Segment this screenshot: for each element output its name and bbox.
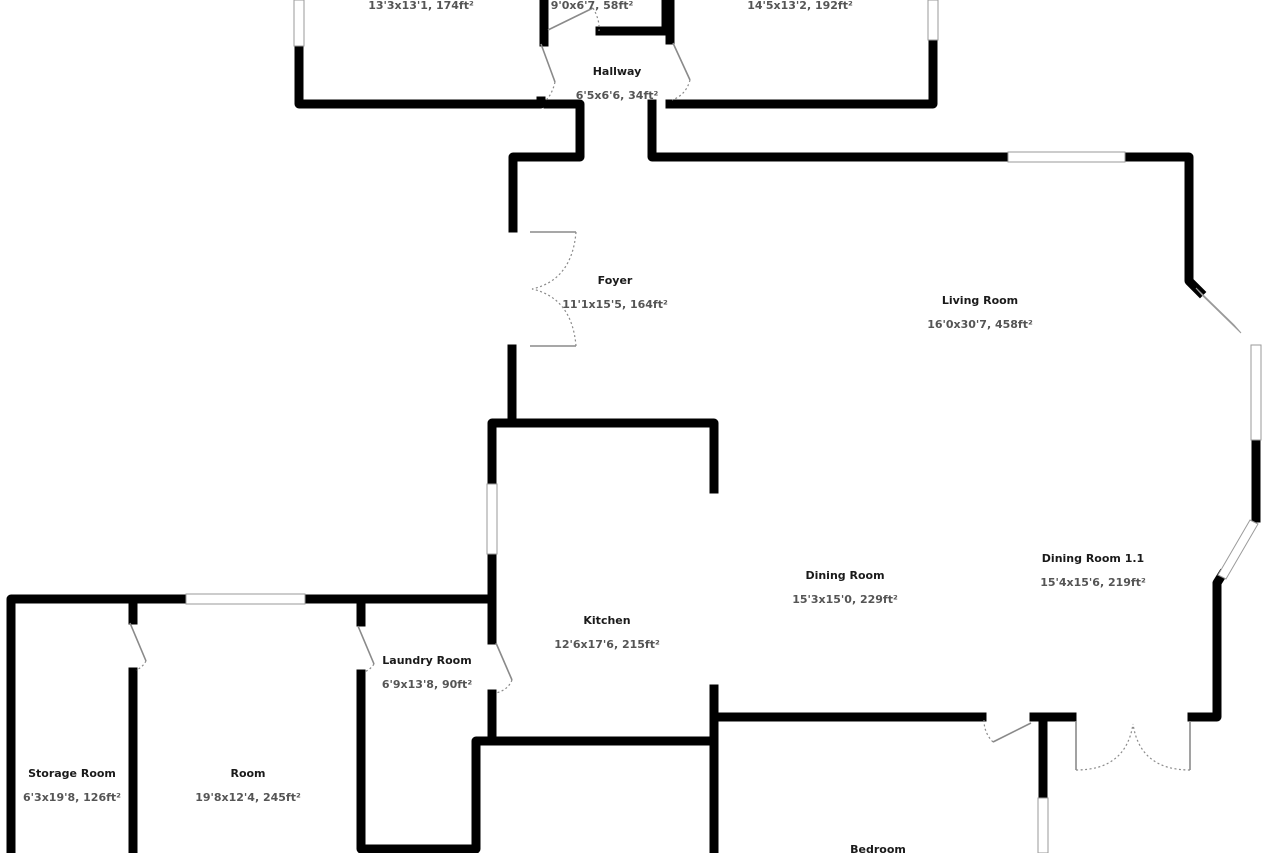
room-dining-room-dims: 15'3x15'0, 229ft²: [792, 593, 898, 606]
wall-lower-top: [6, 594, 138, 853]
door-kitchen-west-swing: [495, 679, 513, 694]
wall-living-north: [647, 99, 1013, 162]
room-bedroom-name: Bedroom: [850, 843, 906, 853]
door-foyer-top-swing: [531, 231, 577, 290]
window-bedroom-east: [1037, 797, 1049, 853]
wall-kitchen-west-lower: [487, 684, 719, 746]
door-kitchen-west-leaf: [495, 642, 513, 681]
wall-hallway-west: [508, 99, 585, 233]
wall-kitchen-north: [487, 418, 719, 494]
wall-east-angled: [1187, 568, 1229, 722]
window-living-angled: [1195, 287, 1242, 334]
door-laundry-room-leaf: [357, 625, 375, 665]
room-top-small-dims: 9'0x6'7, 58ft²: [551, 0, 634, 12]
wall-top-left-room: [294, 41, 546, 109]
window-living-north: [1007, 151, 1126, 163]
door-storage-room-swing: [135, 660, 147, 671]
door-hallway-east-swing: [671, 79, 691, 101]
room-storage-room-name: Storage Room: [28, 767, 116, 780]
room-foyer-name: Foyer: [598, 274, 633, 287]
room-room-name: Room: [230, 767, 265, 780]
room-labels: 13'3x13'1, 174ft² 9'0x6'7, 58ft² 14'5x13…: [23, 0, 1146, 853]
door-dining-right-swing: [1132, 723, 1191, 771]
window-east: [1250, 344, 1262, 441]
room-foyer-dims: 11'1x15'5, 164ft²: [562, 298, 668, 311]
door-hallway-west-swing: [544, 81, 556, 102]
window-east-angled: [1217, 519, 1259, 580]
door-storage-room-leaf: [129, 622, 147, 662]
room-dining-room-1-1-name: Dining Room 1.1: [1042, 552, 1144, 565]
room-top-right-dims: 14'5x13'2, 192ft²: [747, 0, 853, 12]
door-dining-left-swing: [1075, 723, 1134, 771]
room-living-room-dims: 16'0x30'7, 458ft²: [927, 318, 1033, 331]
windows: [185, 0, 1262, 853]
door-bedroom-leaf: [992, 722, 1032, 743]
room-hallway-name: Hallway: [593, 65, 642, 78]
door-bedroom-swing: [983, 719, 994, 743]
room-kitchen-name: Kitchen: [583, 614, 630, 627]
door-small-room-leaf: [547, 7, 594, 31]
window-kitchen-west: [486, 483, 498, 555]
wall-living-east: [1120, 152, 1207, 299]
room-laundry-room-name: Laundry Room: [382, 654, 471, 667]
doors: [129, 7, 1191, 771]
wall-room-divider-lower: [356, 669, 497, 853]
window-top-right: [927, 0, 939, 41]
door-hallway-west-leaf: [540, 43, 556, 83]
room-living-room-name: Living Room: [942, 294, 1018, 307]
room-kitchen-dims: 12'6x17'6, 215ft²: [554, 638, 660, 651]
room-room-dims: 19'8x12'4, 245ft²: [195, 791, 301, 804]
door-hallway-east-leaf: [672, 42, 691, 81]
room-hallway-dims: 6'5x6'6, 34ft²: [576, 89, 659, 102]
room-laundry-room-dims: 6'9x13'8, 90ft²: [382, 678, 472, 691]
room-storage-room-dims: 6'3x19'8, 126ft²: [23, 791, 121, 804]
room-dining-room-1-1-dims: 15'4x15'6, 219ft²: [1040, 576, 1146, 589]
room-dining-room-name: Dining Room: [805, 569, 884, 582]
door-foyer-bottom-swing: [531, 288, 577, 347]
wall-top-right-room: [665, 35, 938, 109]
window-top-left: [293, 0, 305, 47]
window-room-north: [185, 593, 306, 605]
door-laundry-room-swing: [363, 663, 375, 673]
walls: [6, 0, 1261, 853]
room-top-left-dims: 13'3x13'1, 174ft²: [368, 0, 474, 12]
